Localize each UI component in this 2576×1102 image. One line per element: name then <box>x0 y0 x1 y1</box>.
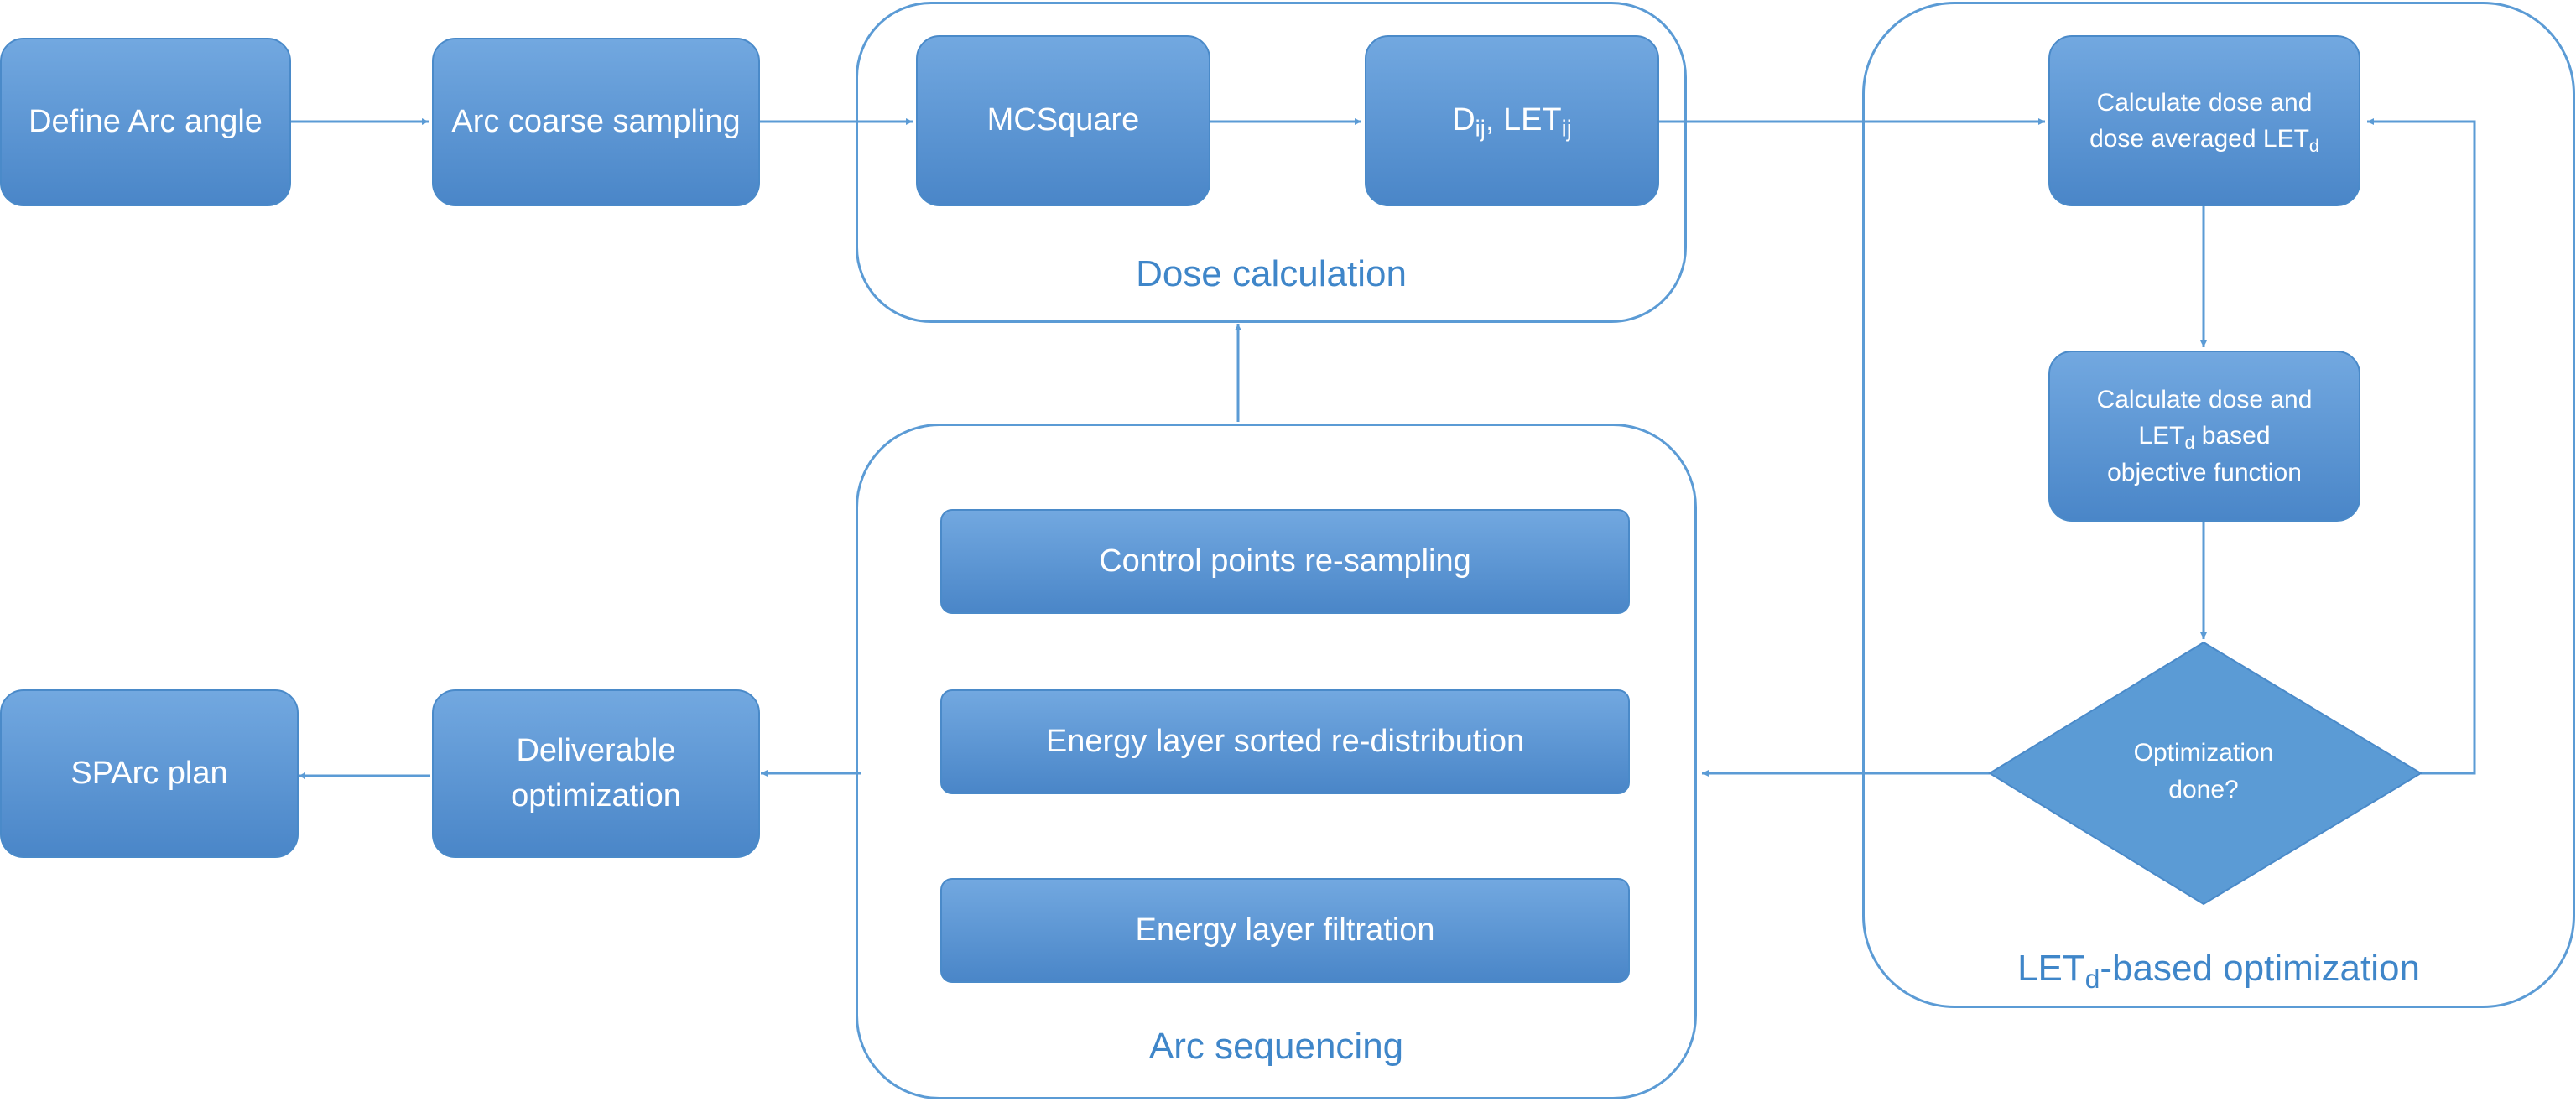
arc-coarse-sampling-box: Arc coarse sampling <box>432 38 760 206</box>
energy-filtration-label: Energy layer filtration <box>1135 912 1435 948</box>
define-arc-angle-box: Define Arc angle <box>0 38 291 206</box>
control-points-box: Control points re-sampling <box>940 509 1630 614</box>
optimization-done-diamond <box>1988 641 2422 906</box>
dose-calculation-group: Dose calculation <box>856 2 1687 323</box>
sparc-plan-label: SPArc plan <box>70 755 228 791</box>
define-arc-angle-label: Define Arc angle <box>29 103 263 139</box>
arrow-decision-loop-back <box>2367 118 2476 775</box>
arc-sequencing-group: Arc sequencing <box>856 424 1697 1099</box>
arc-sequencing-label: Arc sequencing <box>1148 1026 1404 1067</box>
energy-filtration-box: Energy layer filtration <box>940 878 1630 983</box>
energy-sorted-box: Energy layer sorted re-distribution <box>940 689 1630 794</box>
let-optimization-label: LETd-based optimization <box>2017 948 2420 994</box>
dose-calculation-label: Dose calculation <box>1136 253 1407 294</box>
sparc-plan-box: SPArc plan <box>0 689 299 858</box>
let-optimization-group: LETd-based optimization <box>1862 2 2575 1008</box>
mcsquare-box: MCSquare <box>916 35 1210 206</box>
energy-sorted-label: Energy layer sorted re-distribution <box>1045 724 1525 759</box>
dij-letij-label: Dij, LETij <box>1452 102 1572 143</box>
dij-letij-box: Dij, LETij <box>1365 35 1659 206</box>
control-points-label: Control points re-sampling <box>1099 543 1471 579</box>
arc-coarse-sampling-label: Arc coarse sampling <box>451 103 741 139</box>
mcsquare-label: MCSquare <box>986 102 1140 138</box>
